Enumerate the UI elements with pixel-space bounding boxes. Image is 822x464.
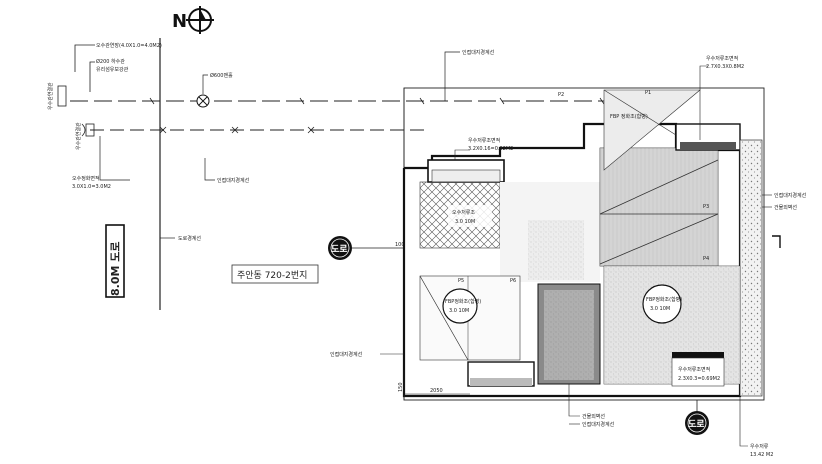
bottom-label-2: 인접대지경계선 bbox=[582, 421, 615, 428]
road-boundary-label: 도로경계선 bbox=[178, 235, 201, 242]
p4-label: P4 bbox=[703, 256, 709, 262]
road-mark-left: 도로 bbox=[331, 244, 348, 255]
p3-label: P3 bbox=[703, 204, 709, 210]
road-marker-left-icon bbox=[328, 236, 352, 260]
area-right-top-label-1: 우수저류조면적 bbox=[706, 55, 738, 62]
bottom-label-1: 건물외벽선 bbox=[582, 413, 605, 420]
lower-area-label-1: 오수정화면적 bbox=[72, 175, 100, 182]
p6-label: P6 bbox=[510, 278, 516, 284]
boundary-mid-label: 인접대지경계선 bbox=[217, 177, 250, 184]
pipe-tick-marks bbox=[149, 97, 605, 105]
road-mark-bottom: 도로 bbox=[688, 419, 705, 430]
bottom-area-label-2: 2.3X0.3=0.69M2 bbox=[678, 376, 720, 382]
vert-label-left-2: 우수관연결관 bbox=[75, 122, 82, 150]
parcel-label: 주안동 720-2번지 bbox=[237, 270, 307, 281]
p2-label: P2 bbox=[558, 92, 564, 98]
right-label-1: 인접대지경계선 bbox=[774, 192, 807, 199]
pipe-note-label: 유리섬유보강관 bbox=[96, 66, 129, 73]
p1-label: P1 bbox=[645, 90, 651, 96]
north-arrow-icon bbox=[186, 6, 214, 34]
fbp-right-label-2: 3.0 10M bbox=[650, 306, 670, 312]
fbp-left-label-2: 3.0 10M bbox=[449, 308, 469, 314]
fbp-right-label-1: FBP정화조(합병) bbox=[646, 296, 682, 303]
hatched-label-1: 오수저류조 bbox=[452, 209, 475, 216]
road-marker-bottom-icon bbox=[685, 411, 709, 435]
drain-x-marks bbox=[159, 126, 315, 134]
manhole-label: Ø600맨홀 bbox=[210, 72, 233, 79]
fbp-left-label-1: FBP정화조(합병) bbox=[445, 298, 481, 305]
manhole-icon bbox=[196, 94, 210, 108]
pipe-dim-label: 오수관연장(4.0X1.0=4.0M2) bbox=[96, 42, 162, 49]
dim-bottom-label: 2050 bbox=[430, 388, 443, 394]
road-width-label: 8.0M 도로 bbox=[109, 241, 122, 296]
boundary-top-label: 인접대지경계선 bbox=[462, 49, 495, 56]
notch-area-label-2: 3.2X0.16=0.32M2 bbox=[468, 146, 513, 152]
right-gravel-strip bbox=[739, 139, 763, 397]
pipe-callout-line bbox=[74, 44, 95, 72]
fbp-tank-right-icon bbox=[642, 284, 682, 324]
p5-label: P5 bbox=[458, 278, 464, 284]
road-width-box bbox=[105, 224, 125, 298]
pipe-dia-label: Ø200 하수관 bbox=[96, 58, 125, 65]
area-right-top-label-2: 2.7X0.3X0.8M2 bbox=[706, 64, 744, 70]
bottom-right-label-2: 13.42 M2 bbox=[750, 452, 773, 458]
dim-150-label: 150 bbox=[398, 382, 404, 392]
lower-area-label-2: 3.0X1.0=3.0M2 bbox=[72, 184, 111, 190]
north-label: N bbox=[172, 11, 187, 32]
notch-area-label-1: 우수저류조면적 bbox=[468, 137, 500, 144]
fbp-tank-left-icon bbox=[442, 288, 478, 324]
bottom-right-label-1: 우수저류 bbox=[750, 443, 769, 450]
dim-100-label: 100 bbox=[395, 242, 405, 248]
boundary-bottom-left-label: 인접대지경계선 bbox=[330, 351, 363, 358]
bottom-area-label-1: 우수저류조면적 bbox=[678, 366, 710, 373]
parcel-label-box bbox=[231, 264, 319, 284]
fbp-tank-label: FBP 정화조(합병) bbox=[610, 113, 648, 120]
right-label-2: 건물외벽선 bbox=[774, 204, 797, 211]
vert-label-left-1: 우수관연결관 bbox=[47, 82, 54, 110]
hatched-label-2: 3.0 10M bbox=[455, 219, 475, 225]
